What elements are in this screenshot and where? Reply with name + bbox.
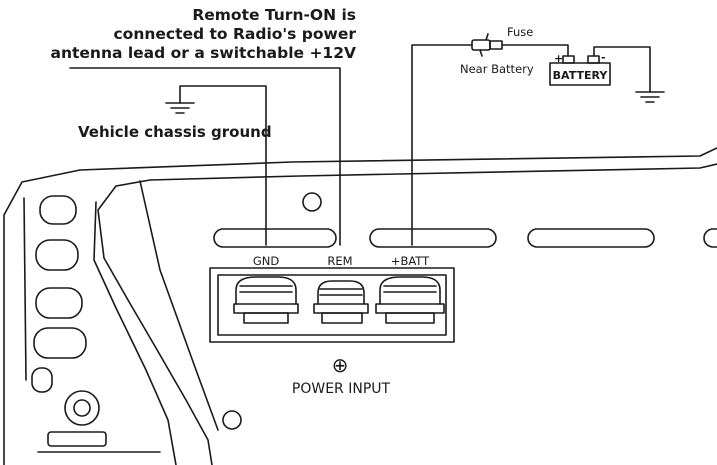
panel-slot-4 [703, 228, 717, 248]
side-vent-4 [33, 327, 87, 359]
chassis-ground-label: Vehicle chassis ground [78, 123, 272, 141]
battery-label: BATTERY [553, 69, 609, 82]
fuse-to-battery-wire [501, 44, 569, 57]
terminal-block-inner [217, 274, 447, 336]
terminal-rem-label: REM [327, 254, 352, 268]
side-vent-1 [39, 195, 77, 225]
side-vent-2 [35, 239, 79, 271]
side-screw-outer [64, 390, 100, 426]
housing-side-edge-1 [23, 197, 27, 381]
terminal-rem [313, 280, 369, 324]
battery-box [549, 62, 611, 86]
terminal-batt-label: +BATT [391, 254, 430, 268]
side-vent-5 [31, 367, 53, 393]
battery-plus-sign: + [554, 52, 563, 65]
near-battery-label: Near Battery [460, 62, 534, 76]
battery-post-positive [562, 55, 575, 64]
battery-post-negative [587, 55, 600, 64]
terminal-block-outer [209, 267, 455, 343]
amplifier-housing [3, 147, 717, 465]
housing-top-ridge [139, 180, 219, 431]
battery-ground-wire [593, 46, 651, 93]
battery-minus-sign: - [601, 51, 606, 64]
terminal-gnd [233, 276, 299, 324]
remote-turn-on-line-3: antenna lead or a switchable +12V [51, 44, 356, 62]
chassis-ground-symbol [165, 102, 195, 114]
housing-side-edge-2 [93, 201, 177, 465]
side-vent-6 [47, 431, 107, 447]
battery-ground-symbol [635, 91, 665, 103]
terminal-gnd-label: GND [253, 254, 280, 268]
fuse-label: Fuse [507, 25, 533, 39]
remote-turn-on-line-1: Remote Turn-ON is [192, 6, 356, 24]
rem-wire [69, 67, 341, 246]
panel-slot-2 [369, 228, 497, 248]
panel-slot-1 [213, 228, 337, 248]
gnd-wire [179, 85, 267, 246]
batt-wire [411, 44, 473, 246]
panel-screw-top [302, 192, 322, 212]
fuse-holder [471, 33, 503, 57]
side-vent-3 [35, 287, 83, 319]
panel-slot-3 [527, 228, 655, 248]
power-input-symbol: ⊕ [332, 353, 349, 377]
remote-turn-on-line-2: connected to Radio's power [113, 25, 356, 43]
terminal-batt [375, 276, 445, 324]
power-input-label: POWER INPUT [292, 381, 391, 397]
panel-screw-bottom [222, 410, 242, 430]
side-screw-inner [73, 399, 91, 417]
amplifier-housing-inner [97, 163, 717, 465]
